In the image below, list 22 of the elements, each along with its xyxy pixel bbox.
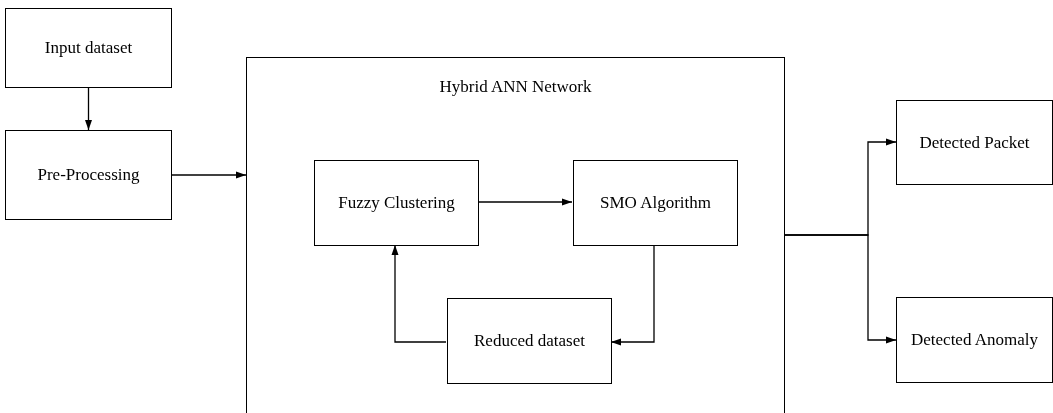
arrow — [391, 244, 447, 343]
arrow — [85, 87, 92, 131]
box-label: SMO Algorithm — [599, 192, 712, 214]
arrow — [784, 234, 897, 344]
box-label: Pre-Processing — [36, 164, 141, 186]
box-label: Detected Anomaly — [910, 329, 1039, 351]
process-box — [5, 8, 172, 88]
box-label: Input dataset — [43, 37, 134, 59]
process-box — [447, 298, 612, 384]
process-box — [5, 130, 172, 220]
group-title: Hybrid ANN Network — [438, 76, 593, 98]
arrow — [477, 198, 573, 206]
box-label: Reduced dataset — [473, 330, 586, 352]
process-box — [314, 160, 479, 246]
group-box — [246, 57, 785, 413]
process-box — [573, 160, 738, 246]
process-box — [896, 297, 1053, 383]
box-label: Fuzzy Clustering — [337, 192, 456, 214]
arrow — [610, 244, 655, 346]
box-label: Detected Packet — [918, 131, 1031, 154]
arrow — [171, 171, 247, 179]
process-box — [896, 100, 1053, 185]
